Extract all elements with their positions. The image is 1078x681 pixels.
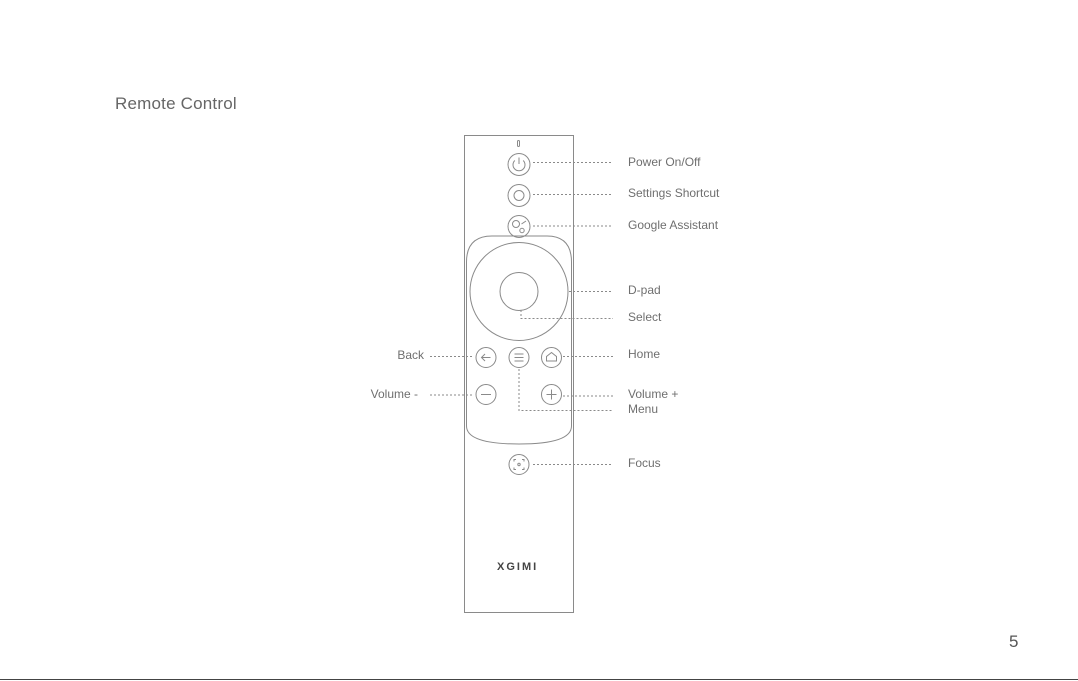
brand-logo: XGIMI	[497, 561, 538, 573]
label-focus: Focus	[628, 456, 661, 470]
dpad-ring	[470, 243, 568, 341]
label-assistant: Google Assistant	[628, 218, 718, 232]
page-number: 5	[1009, 632, 1018, 652]
indicator-light	[518, 141, 520, 147]
focus-button	[509, 455, 529, 475]
label-power: Power On/Off	[628, 155, 700, 169]
label-home: Home	[628, 347, 660, 361]
volume-plus-button	[542, 385, 562, 405]
power-button	[508, 154, 530, 176]
home-button	[542, 348, 562, 368]
volume-minus-button	[476, 385, 496, 405]
leader-lines	[430, 163, 613, 465]
label-menu: Menu	[628, 402, 658, 416]
assistant-button	[508, 216, 530, 238]
bottom-rule	[0, 679, 1078, 680]
menu-leader	[519, 369, 613, 411]
menu-button	[509, 348, 529, 368]
select-button	[500, 273, 538, 311]
settings-button	[508, 185, 530, 207]
select-leader	[521, 310, 613, 319]
back-button	[476, 348, 496, 368]
label-volume-minus: Volume -	[340, 387, 418, 401]
label-volume-plus: Volume +	[628, 387, 678, 401]
label-dpad: D-pad	[628, 283, 661, 297]
label-back: Back	[360, 348, 424, 362]
label-select: Select	[628, 310, 661, 324]
label-settings: Settings Shortcut	[628, 186, 719, 200]
